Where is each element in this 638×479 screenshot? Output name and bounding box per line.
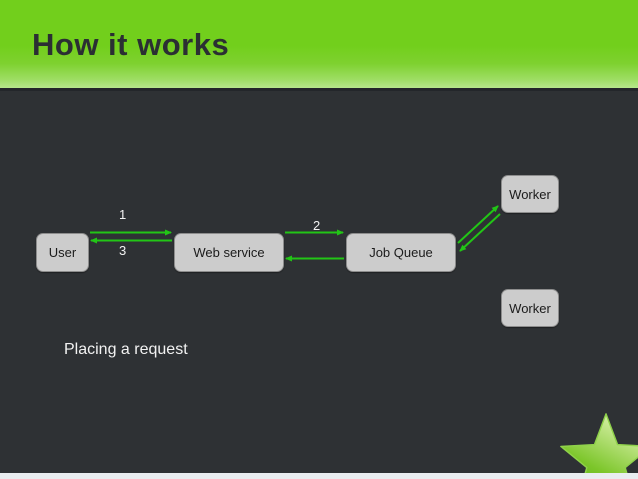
slide-body: [0, 91, 638, 473]
slide-caption: Placing a request: [64, 341, 188, 358]
diagram-node-worker-top[interactable]: Worker: [501, 175, 559, 213]
edge-label-1: 1: [119, 207, 127, 222]
diagram-node-web-service[interactable]: Web service: [174, 233, 284, 272]
diagram-node-worker-bottom[interactable]: Worker: [501, 289, 559, 327]
bottom-strip: [0, 473, 638, 479]
diagram-node-job-queue[interactable]: Job Queue: [346, 233, 456, 272]
edge-label-3: 3: [119, 243, 127, 258]
diagram-node-job-queue-label: Job Queue: [369, 245, 433, 260]
slide-header-band: [0, 0, 638, 88]
edge-label-2: 2: [313, 218, 321, 233]
header-divider: [0, 88, 638, 91]
diagram-node-user[interactable]: User: [36, 233, 89, 272]
diagram-node-worker-bottom-label: Worker: [509, 300, 551, 316]
diagram-node-web-service-label: Web service: [193, 245, 265, 260]
diagram-node-worker-top-label: Worker: [509, 186, 551, 202]
page-title: How it works: [32, 27, 230, 62]
diagram-node-user-label: User: [48, 245, 77, 260]
star-icon: [560, 413, 638, 479]
